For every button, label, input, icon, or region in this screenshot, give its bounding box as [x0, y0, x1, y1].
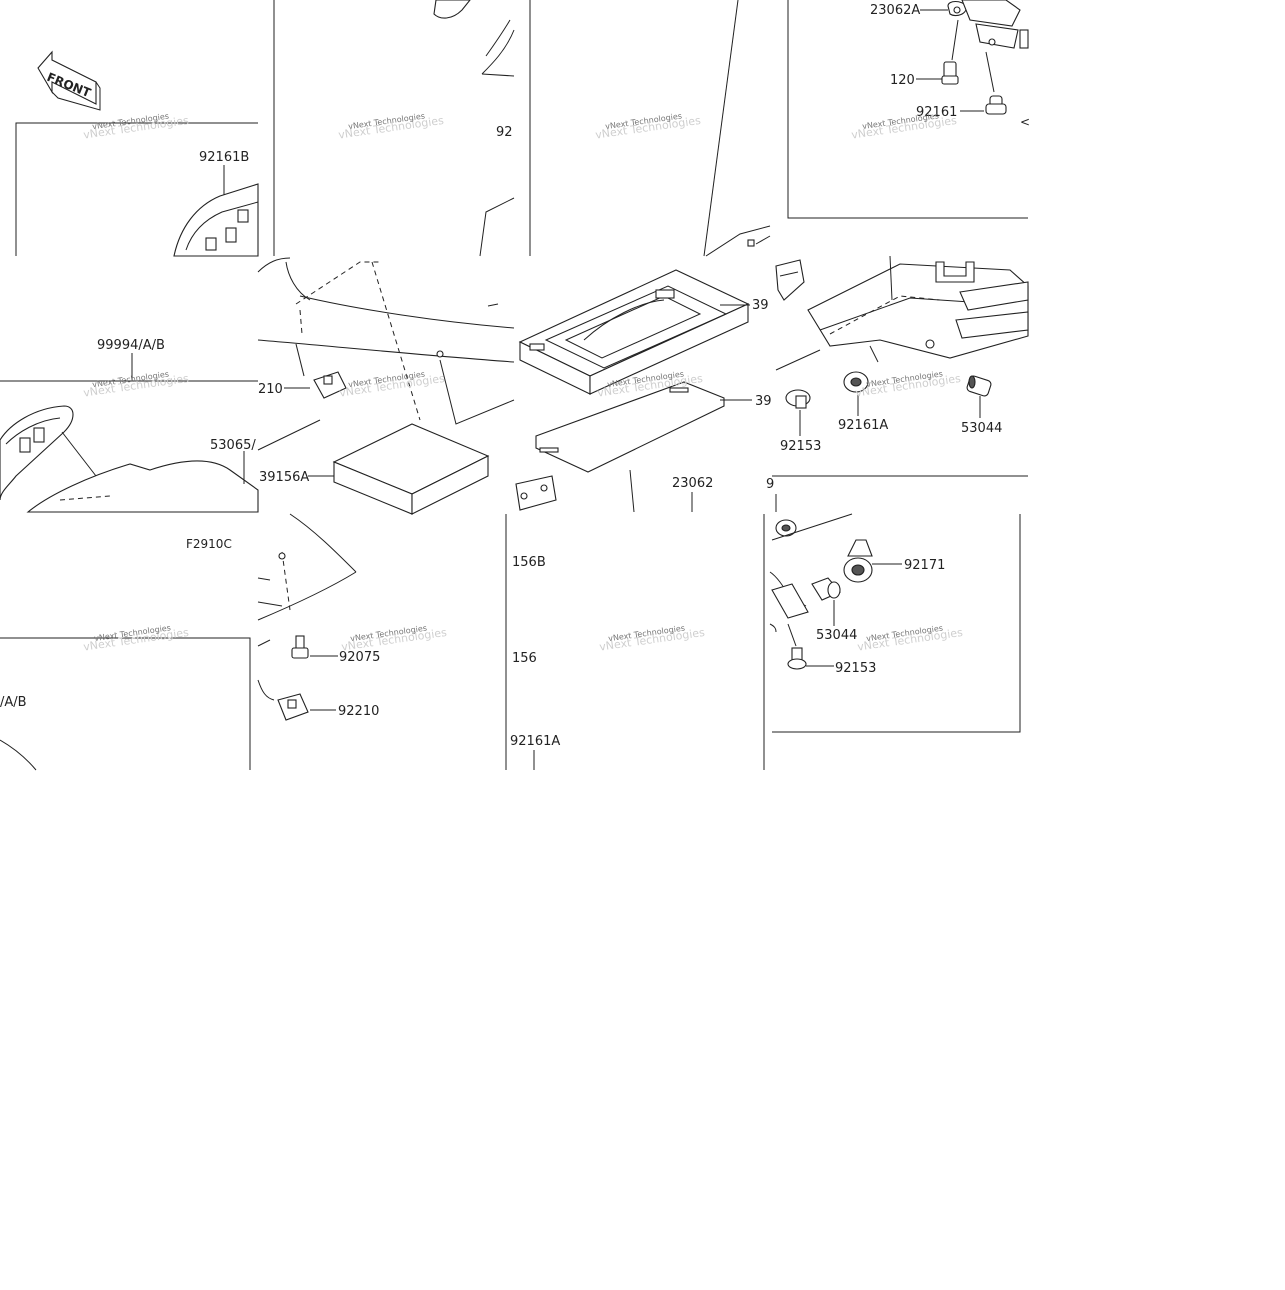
callout-53044-b: 53044 — [816, 628, 857, 643]
callout-39-mid: 39 — [755, 394, 772, 409]
callout-156B: 156B — [512, 555, 546, 570]
screw-92075-part — [291, 635, 309, 659]
damper-53044-part — [966, 375, 992, 397]
tray-sheet-part — [535, 381, 725, 473]
seat-cowl-part — [173, 183, 259, 257]
callout-53044-a: 53044 — [961, 421, 1002, 436]
damper-53044-b-part — [811, 577, 841, 601]
clip-nut-92210-part — [277, 693, 309, 721]
callout-23062A: 23062A — [870, 3, 920, 18]
callout-F2910C: F2910C — [186, 537, 232, 551]
callout-92161-top: 92161 — [916, 105, 957, 120]
callout-92161A-b: 92161A — [510, 734, 560, 749]
tile-r2c3: 92171 53044 92153 — [763, 513, 1021, 770]
callout-92153-a: 92153 — [780, 439, 821, 454]
bolt-92153-b-part — [787, 647, 807, 670]
tile-r0c1: 92 — [273, 0, 515, 257]
callout-156: 156 — [512, 651, 537, 666]
callout-9-partial: 9 — [766, 477, 774, 492]
clamp-92171-part — [843, 539, 873, 583]
grommet-92161-part — [985, 95, 1007, 115]
tile-r1c0: 99994/A/B 53065/ — [0, 338, 259, 513]
callout-92161A-a: 92161A — [838, 418, 888, 433]
bracket-part — [947, 0, 1029, 49]
clip-part — [775, 259, 805, 301]
callout-92171: 92171 — [904, 558, 945, 573]
callout-23062: 23062 — [672, 476, 713, 491]
tool-tray-part — [518, 269, 750, 395]
callout-92210: 92210 — [338, 704, 379, 719]
bolt-120-part — [941, 61, 959, 85]
tile-r2c1: 92075 92210 — [257, 513, 380, 721]
tile-r0c0: FRONT 92161B — [15, 50, 259, 257]
grommet-part — [775, 519, 797, 537]
tail-cowl-part — [0, 405, 259, 513]
tile-r1c2: 39 39 23062 — [515, 269, 772, 513]
tile-r0c3: 23062A 120 92161 < — [787, 0, 1030, 219]
callout-210: 210 — [258, 382, 283, 397]
front-arrow-icon: FRONT — [37, 50, 101, 111]
battery-tray-part — [807, 261, 1029, 363]
callout-fragment: < — [1020, 115, 1030, 129]
callout-92-partial: 92 — [496, 125, 513, 140]
callout-120: 120 — [890, 73, 915, 88]
clip-nut-210-part — [313, 371, 347, 399]
tile-r2c0: F2910C /A/B — [0, 537, 251, 771]
callout-92153-b: 92153 — [835, 661, 876, 676]
callout-99994: 99994/A/B — [97, 338, 165, 353]
callout-A-B: /A/B — [0, 695, 27, 710]
tile-r0c2 — [529, 0, 771, 257]
tile-r1c3: 92153 92161A 53044 9 — [766, 255, 1029, 512]
callout-39156A: 39156A — [259, 470, 309, 485]
callout-53065: 53065/ — [210, 438, 256, 453]
tile-r2c2: 156B 156 92161A — [505, 514, 560, 770]
callout-92161B: 92161B — [199, 150, 249, 165]
tile-r1c1: 210 39156A — [257, 257, 515, 515]
callout-92075: 92075 — [339, 650, 380, 665]
pad-39156A-part — [332, 423, 490, 515]
grommet-92161A-part — [843, 371, 869, 393]
bolt-92153-part — [785, 389, 811, 409]
callout-39-top: 39 — [752, 298, 769, 313]
